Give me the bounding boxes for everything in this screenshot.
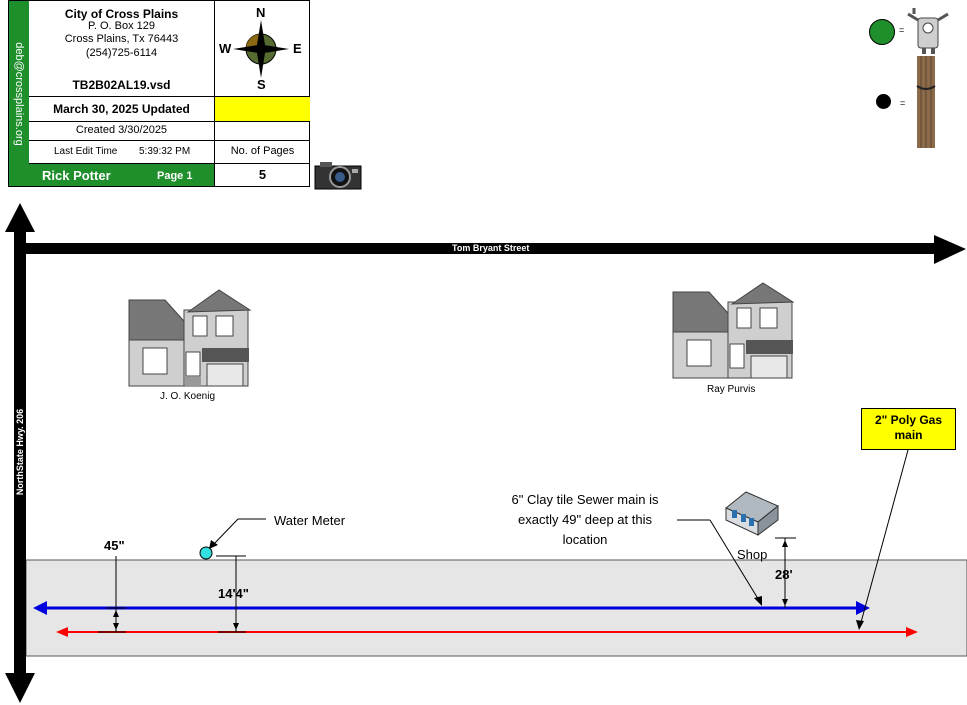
dim-28-arrow xyxy=(782,540,788,547)
address-line-1: P. O. Box 129 xyxy=(87,20,156,32)
street-top-bar xyxy=(20,243,938,254)
camera-icon[interactable] xyxy=(314,160,362,190)
house-left-label: J. O. Koenig xyxy=(160,391,216,402)
address-line-2: Cross Plains, Tx 76443 xyxy=(64,33,179,45)
gas-main-leader xyxy=(859,449,909,627)
shop-building xyxy=(725,491,779,536)
water-meter-label: Water Meter xyxy=(274,513,346,528)
gas-main-callout: 2" Poly Gas main xyxy=(861,408,956,450)
street-top-label: Tom Bryant Street xyxy=(452,243,530,253)
pages-count: 5 xyxy=(258,167,267,182)
house-koenig xyxy=(128,289,252,387)
legend-pole-eq: = xyxy=(900,98,906,108)
gas-arrow-left xyxy=(56,627,68,637)
street-left-arrowhead-down xyxy=(5,673,35,703)
author-bar xyxy=(29,164,214,186)
gas-arrow-right xyxy=(906,627,918,637)
legend-gas-eq: = xyxy=(899,25,905,35)
update-highlight-cell xyxy=(215,97,310,121)
dim-45-arrow xyxy=(113,610,119,617)
house-purvis xyxy=(672,282,795,379)
gas-meter-icon xyxy=(907,8,949,54)
updated-date: March 30, 2025 Updated xyxy=(53,102,190,116)
compass-arrow-n xyxy=(257,20,265,49)
street-top-arrowhead xyxy=(934,235,966,264)
phone: (254)725-6114 xyxy=(85,47,158,59)
tb-divider-h1 xyxy=(29,96,310,97)
dim-45-label: 45" xyxy=(104,538,125,553)
shop-label: Shop xyxy=(737,547,768,562)
author-name: Rick Potter xyxy=(42,168,111,183)
last-edit-label: Last Edit Time xyxy=(54,146,118,157)
sewer-label-line-2: exactly 49" deep at this xyxy=(518,512,652,527)
tb-divider-h4 xyxy=(29,163,310,164)
legend-pole-symbol xyxy=(876,94,891,109)
dim-28-arrow xyxy=(782,599,788,606)
compass-arrow-s xyxy=(257,49,265,78)
street-left-label: NorthState Hwy. 206 xyxy=(15,408,25,496)
pages-label: No. of Pages xyxy=(230,145,295,157)
dim-14-arrow xyxy=(233,623,239,630)
water-meter-leader xyxy=(211,518,239,547)
water-meter-leader-arrow xyxy=(209,540,218,549)
sewer-leader xyxy=(709,519,761,603)
dim-45-arrow xyxy=(113,623,119,630)
compass-arrow-e xyxy=(261,45,289,53)
tb-divider-h3 xyxy=(29,140,310,141)
compass-rose xyxy=(233,20,289,78)
compass-arrow-w xyxy=(233,45,261,53)
utility-pole-icon xyxy=(916,56,936,148)
page-number: Page 1 xyxy=(157,170,193,182)
file-name: TB2B02AL19.vsd xyxy=(72,78,171,92)
house-right-label: Ray Purvis xyxy=(707,384,756,395)
sewer-label-line-1: 6" Clay tile Sewer main is xyxy=(511,492,659,507)
tb-divider-v xyxy=(214,96,215,187)
water-arrow-left xyxy=(33,601,47,615)
title-block: deb@crossplains.org City of Cross Plains… xyxy=(8,0,310,187)
last-edit-time: 5:39:32 PM xyxy=(139,146,191,157)
street-left-bar xyxy=(14,228,26,678)
gas-main-line-2: main xyxy=(894,428,923,442)
legend-gas-meter-symbol xyxy=(869,19,895,45)
sewer-label-line-3: location xyxy=(562,532,608,547)
gas-main-line-1: 2" Poly Gas xyxy=(874,413,943,427)
sewer-leader-arrow xyxy=(754,596,762,606)
compass-w: W xyxy=(219,41,232,56)
compass-e: E xyxy=(293,41,302,56)
org-name: City of Cross Plains xyxy=(64,7,179,21)
email-strip: deb@crossplains.org xyxy=(9,1,29,186)
street-left-arrowhead-up xyxy=(5,203,35,232)
dim-28-label: 28' xyxy=(775,567,793,582)
tb-divider-h2 xyxy=(29,121,310,122)
created-date: Created 3/30/2025 xyxy=(75,124,168,136)
water-arrow-right xyxy=(856,601,870,615)
tb-divider-top xyxy=(214,1,215,96)
compass-s: S xyxy=(257,77,266,92)
compass-n: N xyxy=(256,5,266,20)
water-meter-symbol[interactable] xyxy=(199,546,213,560)
gas-main-leader-arrow xyxy=(856,620,864,630)
dim-14-label: 14'4" xyxy=(218,586,249,601)
